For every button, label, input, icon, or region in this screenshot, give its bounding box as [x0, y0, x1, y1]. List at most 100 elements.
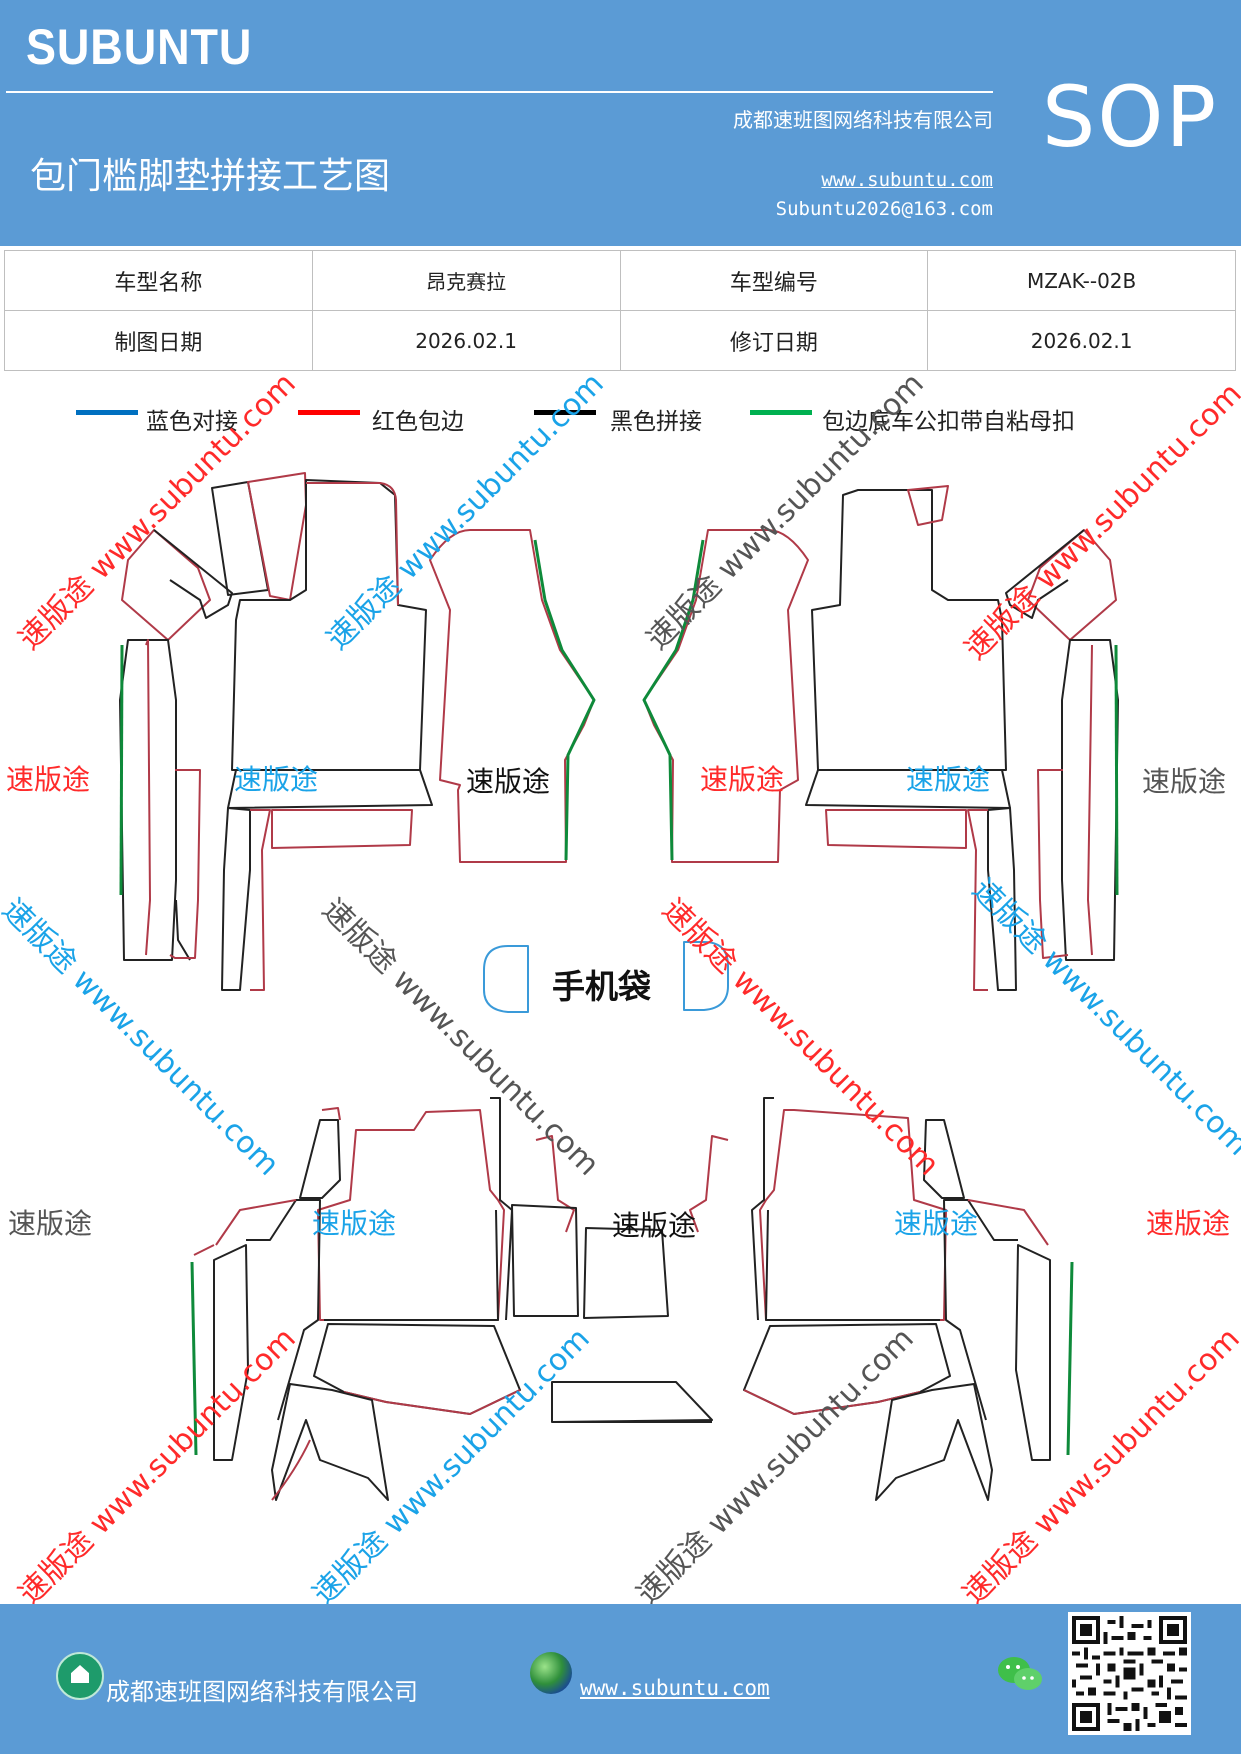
mat-piece [490, 1097, 513, 1321]
mat-piece [250, 809, 271, 991]
mat-piece [1037, 769, 1069, 959]
brand-label: 速版途 [612, 1209, 697, 1242]
mat-piece [321, 1107, 341, 1121]
mat-piece [317, 1109, 505, 1321]
mat-piece [943, 1199, 1018, 1421]
mat-piece [875, 1383, 993, 1501]
mat-piece [1114, 644, 1119, 896]
brand-logo: SUBUNTU [26, 19, 253, 75]
mat-piece [967, 809, 988, 991]
mat-piece [299, 1119, 341, 1199]
value-model-code: MZAK--02B [927, 250, 1236, 311]
legend-item-green: 包边底车公扣带自粘母扣 [750, 400, 1150, 440]
table-row: 车型名称 昂克赛拉 车型编号 MZAK--02B [4, 250, 1236, 311]
phone-pocket-left [483, 945, 529, 1013]
value-draw-date: 2026.02.1 [311, 310, 621, 371]
phone-pocket-label: 手机袋 [552, 967, 651, 1006]
mat-piece [643, 529, 809, 863]
mat-piece [429, 529, 595, 863]
legend-label: 包边底车公扣带自粘母扣 [822, 409, 1075, 435]
footer-company: 成都速班图网络科技有限公司 [106, 1678, 418, 1706]
mat-piece [511, 1204, 579, 1317]
mat-piece [533, 539, 596, 861]
mat-piece [306, 482, 399, 606]
website-link[interactable]: www.subuntu.com [821, 169, 993, 191]
legend-swatch [534, 410, 596, 415]
brand-label: 速版途 [700, 763, 785, 796]
label-revise-date: 修订日期 [619, 310, 929, 371]
brand-label: 速版途 [312, 1207, 397, 1240]
mat-piece [227, 769, 433, 809]
mat-piece [642, 539, 705, 861]
brand-label: 速版途 [1142, 765, 1227, 798]
header-banner [0, 0, 1241, 246]
mat-piece [324, 1209, 499, 1321]
mat-piece [213, 1244, 249, 1461]
legend-item-red: 红色包边 [298, 400, 498, 440]
mat-piece [145, 639, 151, 956]
mat-piece [765, 1209, 940, 1321]
brand-label: 速版途 [466, 765, 551, 798]
mat-piece [175, 899, 191, 961]
mat-piece [535, 1135, 575, 1233]
brand-label: 速版途 [906, 763, 991, 796]
legend-label: 黑色拼接 [610, 409, 702, 435]
legend-item-blue: 蓝色对接 [76, 400, 276, 440]
mat-piece [119, 644, 124, 896]
mat-piece [1015, 1244, 1051, 1461]
info-table: 车型名称 昂克赛拉 车型编号 MZAK--02B 制图日期 2026.02.1 … [4, 250, 1236, 371]
mat-piece [215, 1199, 297, 1246]
value-model-name: 昂克赛拉 [311, 250, 621, 311]
label-model-code: 车型编号 [619, 250, 929, 311]
brand-label: 速版途 [1146, 1207, 1231, 1240]
label-model-name: 车型名称 [4, 250, 313, 311]
home-icon [56, 1652, 104, 1700]
legend-swatch [298, 410, 360, 415]
mat-piece [271, 809, 413, 849]
legend-swatch [750, 410, 812, 415]
mat-piece [153, 529, 233, 619]
mat-piece [271, 1439, 311, 1501]
mat-piece [805, 769, 1011, 809]
mat-piece [811, 489, 1007, 771]
qr-code[interactable] [1068, 1612, 1191, 1735]
mat-piece [583, 1227, 669, 1319]
mat-piece [689, 1135, 729, 1233]
mat-piece [759, 1109, 947, 1321]
brand-label: 速版途 [6, 763, 91, 796]
mat-piece [190, 1261, 198, 1456]
mat-piece [1005, 529, 1085, 619]
mat-piece [743, 1389, 921, 1415]
brand-label: 速版途 [234, 763, 319, 796]
legend-item-black: 黑色拼接 [534, 400, 734, 440]
value-revise-date: 2026.02.1 [927, 310, 1236, 371]
mat-piece [193, 1244, 215, 1256]
sop-label: SOP [1042, 68, 1219, 166]
legend-swatch [76, 410, 138, 415]
mat-piece [923, 1119, 965, 1199]
phone-pocket-right [683, 941, 729, 1011]
footer-website-link[interactable]: www.subuntu.com [580, 1676, 770, 1700]
table-row: 制图日期 2026.02.1 修订日期 2026.02.1 [4, 310, 1236, 371]
mat-piece [247, 472, 307, 601]
wechat-icon [998, 1657, 1042, 1690]
legend-label: 红色包边 [372, 409, 464, 435]
mat-piece [221, 807, 251, 991]
mat-piece [169, 769, 201, 959]
label-draw-date: 制图日期 [4, 310, 313, 371]
header-divider [6, 91, 993, 93]
mat-piece [967, 1199, 1049, 1246]
legend-label: 蓝色对接 [146, 409, 238, 435]
page-title: 包门槛脚垫拼接工艺图 [30, 156, 391, 197]
mat-piece [907, 485, 949, 526]
mat-piece [825, 809, 967, 849]
email-address: Subuntu2026@163.com [775, 198, 993, 220]
brand-label: 速版途 [894, 1207, 979, 1240]
globe-icon [530, 1652, 572, 1694]
mat-piece [246, 1199, 321, 1421]
mat-piece [343, 1389, 521, 1415]
company-name: 成都速班图网络科技有限公司 [733, 108, 993, 132]
brand-label: 速版途 [8, 1207, 93, 1240]
mat-piece [751, 1097, 774, 1321]
